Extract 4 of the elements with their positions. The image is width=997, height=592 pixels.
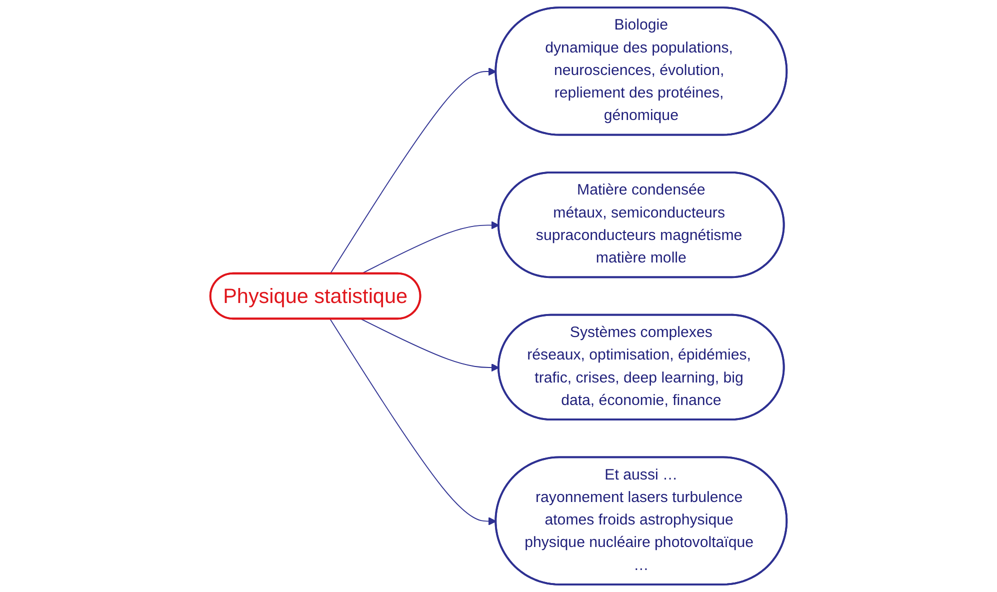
arrow <box>330 67 496 274</box>
arrow <box>360 318 500 372</box>
arrow <box>330 318 496 526</box>
arrow <box>360 221 500 274</box>
